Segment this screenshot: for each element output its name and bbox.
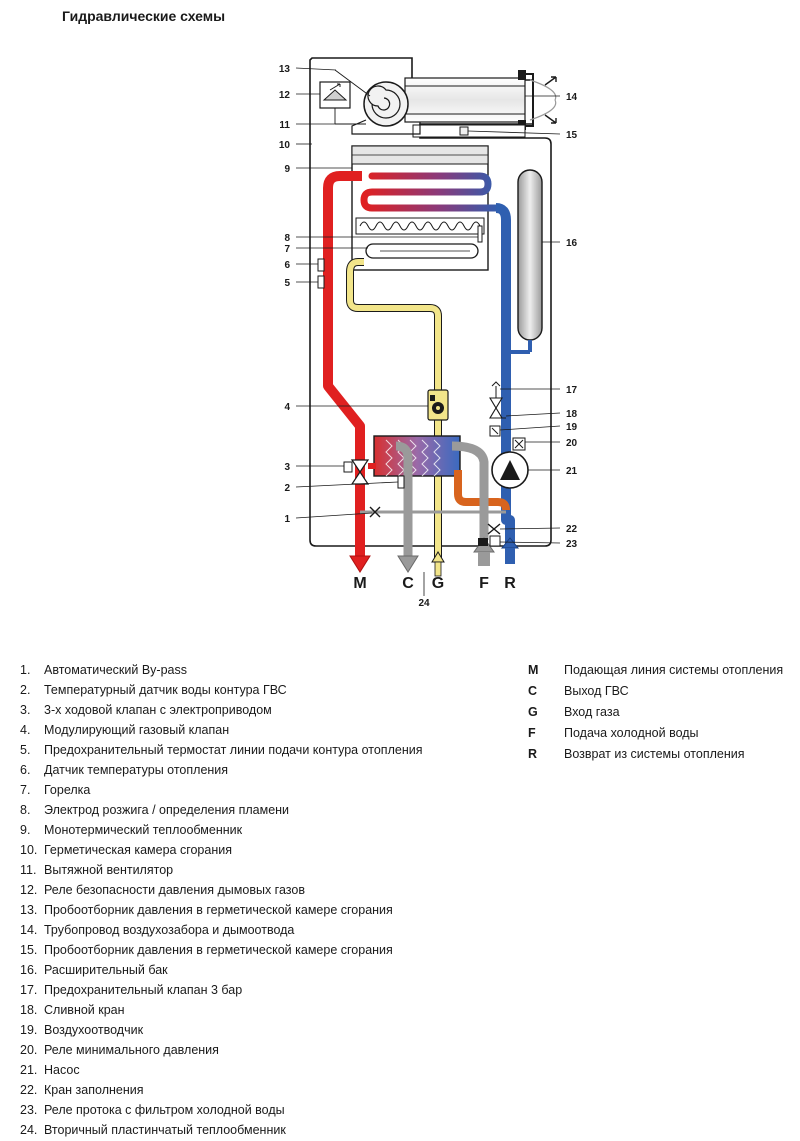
flue-duct	[404, 77, 526, 123]
legend-item: 14.Трубопровод воздухозабора и дымоотвод…	[20, 923, 295, 937]
legend-item: 7.Горелка	[20, 783, 91, 797]
cold-water-pipe	[454, 470, 510, 511]
callout-22: 22	[566, 524, 578, 535]
legend-item: 21.Насос	[20, 1063, 80, 1077]
exchanger-fins	[359, 221, 481, 231]
flow-switch	[478, 538, 488, 546]
callout-3: 3	[284, 462, 290, 473]
three-way-valve	[350, 459, 370, 474]
legend-item: 20.Реле минимального давления	[20, 1043, 219, 1057]
callout-23: 23	[566, 539, 578, 550]
port-m-label: M	[353, 575, 366, 592]
ignition-electrode	[477, 225, 483, 243]
fan-rotor	[367, 85, 401, 119]
plate-heat-exchanger	[373, 435, 461, 477]
legend-item: 17.Предохранительный клапан 3 бар	[20, 983, 243, 997]
safety-thermostat	[317, 275, 325, 289]
callout-16: 16	[566, 238, 578, 249]
port-f-label: F	[479, 575, 489, 592]
port-c-label: C	[402, 575, 414, 592]
hydraulic-diagram: 13 12 11 10 9 8 7 6 5 4 3 2 1 14 15 16 1…	[279, 57, 578, 609]
legend-item: 18.Сливной кран	[20, 1003, 125, 1017]
cold-water-inlet-pipe	[451, 441, 489, 540]
callout-20: 20	[566, 438, 578, 449]
heating-supply-pipe	[323, 171, 365, 556]
legend-item: 22.Кран заполнения	[20, 1083, 144, 1097]
port-labels: M C G F R	[353, 575, 516, 592]
callout-15: 15	[566, 130, 578, 141]
legend-item: 8.Электрод розжига / определения пламени	[20, 803, 290, 817]
fill-tap	[487, 523, 501, 535]
exhaust-flow-arrows	[529, 79, 557, 121]
callout-18: 18	[566, 409, 578, 420]
callout-8: 8	[284, 233, 290, 244]
heating-temp-sensor	[317, 258, 325, 272]
port-g-arrow	[431, 551, 445, 563]
legend-item: 11.Вытяжной вентилятор	[20, 863, 174, 877]
legend-item: 5.Предохранительный термостат линии пода…	[20, 743, 423, 757]
callout-11: 11	[279, 120, 290, 131]
port-g-label: G	[432, 575, 444, 592]
legend-item: 3.3-х ходовой клапан с электроприводом	[20, 703, 272, 717]
callout-6: 6	[284, 260, 290, 271]
legend-item: 19.Воздухоотводчик	[20, 1023, 144, 1037]
legend-item: 24.Вторичный пластинчатый теплообменник	[20, 1123, 286, 1137]
legend-item: 23.Реле протока с фильтром холодной воды	[20, 1103, 285, 1117]
legend-item: 2.Температурный датчик воды контура ГВС	[20, 683, 287, 697]
legend-item: 15.Пробоотборник давления в герметическо…	[20, 943, 393, 957]
page-title: Гидравлические схемы	[62, 8, 226, 24]
legend-item: 12.Реле безопасности давления дымовых га…	[20, 883, 305, 897]
dhw-temp-sensor	[397, 475, 405, 489]
callout-1: 1	[284, 514, 290, 525]
callout-19: 19	[566, 422, 578, 433]
callout-2: 2	[284, 483, 290, 494]
callout-7: 7	[284, 244, 290, 255]
expansion-tank	[517, 169, 543, 341]
legend-item: 16.Расширительный бак	[20, 963, 168, 977]
callout-9: 9	[284, 164, 290, 175]
port-m-arrow	[349, 555, 371, 573]
callout-4: 4	[284, 402, 290, 413]
callout-24: 24	[418, 598, 430, 609]
port-r-label: R	[504, 575, 516, 592]
legend-item: 4.Модулирующий газовый клапан	[20, 723, 230, 737]
callout-5: 5	[284, 278, 290, 289]
bypass-valve	[369, 506, 381, 518]
callout-14: 14	[566, 92, 578, 103]
dhw-outlet-pipe	[395, 441, 413, 556]
callout-13: 13	[279, 64, 291, 75]
primary-heat-exchanger-coil	[360, 172, 504, 212]
callout-17: 17	[566, 385, 578, 396]
callout-21: 21	[566, 466, 578, 477]
leader-lines	[295, 67, 561, 596]
legend-item: 9.Монотермический теплообменник	[20, 823, 243, 837]
legend-item: 1.Автоматический By-pass	[20, 663, 187, 677]
legend-item: 10.Герметическая камера сгорания	[20, 843, 232, 857]
fan-housing	[363, 81, 409, 127]
port-c-arrow	[397, 555, 419, 573]
callout-labels: 13 12 11 10 9 8 7 6 5 4 3 2 1 14 15 16 1…	[279, 64, 578, 609]
component-legend: 1.Автоматический By-pass 2.Температурный…	[20, 660, 510, 1140]
legend-item: 6.Датчик температуры отопления	[20, 763, 229, 777]
legend-item: 13.Пробоотборник давления в герметическо…	[20, 903, 393, 917]
callout-10: 10	[279, 140, 291, 151]
callout-12: 12	[279, 90, 291, 101]
